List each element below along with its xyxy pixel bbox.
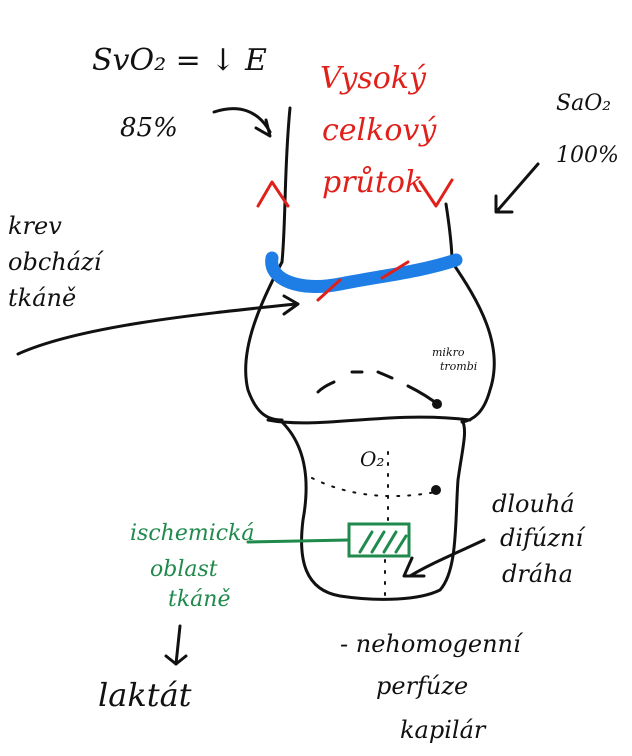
heterogeneous-line1: - nehomogenní bbox=[340, 630, 524, 658]
ischemic-area bbox=[248, 524, 409, 556]
lactate-label: laktát bbox=[98, 676, 192, 714]
high-flow-line3: průtok bbox=[322, 165, 423, 200]
blue-shunt-band bbox=[272, 258, 456, 286]
ischemic-line1: ischemická bbox=[130, 521, 255, 546]
diffusion-line3: dráha bbox=[502, 560, 573, 588]
microthrombus-dot bbox=[431, 485, 441, 495]
svo2-value: 85% bbox=[120, 113, 178, 143]
ischemic-line2: oblast bbox=[150, 557, 218, 582]
ischemic-line3: tkáně bbox=[168, 587, 230, 612]
microthrombus-dot bbox=[432, 399, 442, 409]
diffusion-line1: dlouhá bbox=[492, 490, 575, 518]
heterogeneous-line3: kapilár bbox=[400, 716, 487, 744]
microthrombi-line2: trombi bbox=[440, 360, 477, 373]
high-flow-line1: Vysoký bbox=[320, 61, 427, 96]
bypass-line1: krev bbox=[8, 212, 62, 240]
svo2-label: SvO₂ = ↓ E bbox=[92, 43, 267, 78]
bypass-line3: tkáně bbox=[8, 284, 76, 312]
sao2-value: 100% bbox=[556, 143, 619, 168]
heterogeneous-line2: perfúze bbox=[376, 672, 468, 700]
bypass-line2: obchází bbox=[8, 248, 105, 276]
o2-label: O₂ bbox=[360, 447, 384, 471]
sao2-label: SaO₂ bbox=[556, 91, 611, 116]
diffusion-line2: difúzní bbox=[500, 524, 586, 552]
high-flow-line2: celkový bbox=[322, 113, 437, 148]
microthrombi-line1: mikro bbox=[432, 346, 465, 359]
